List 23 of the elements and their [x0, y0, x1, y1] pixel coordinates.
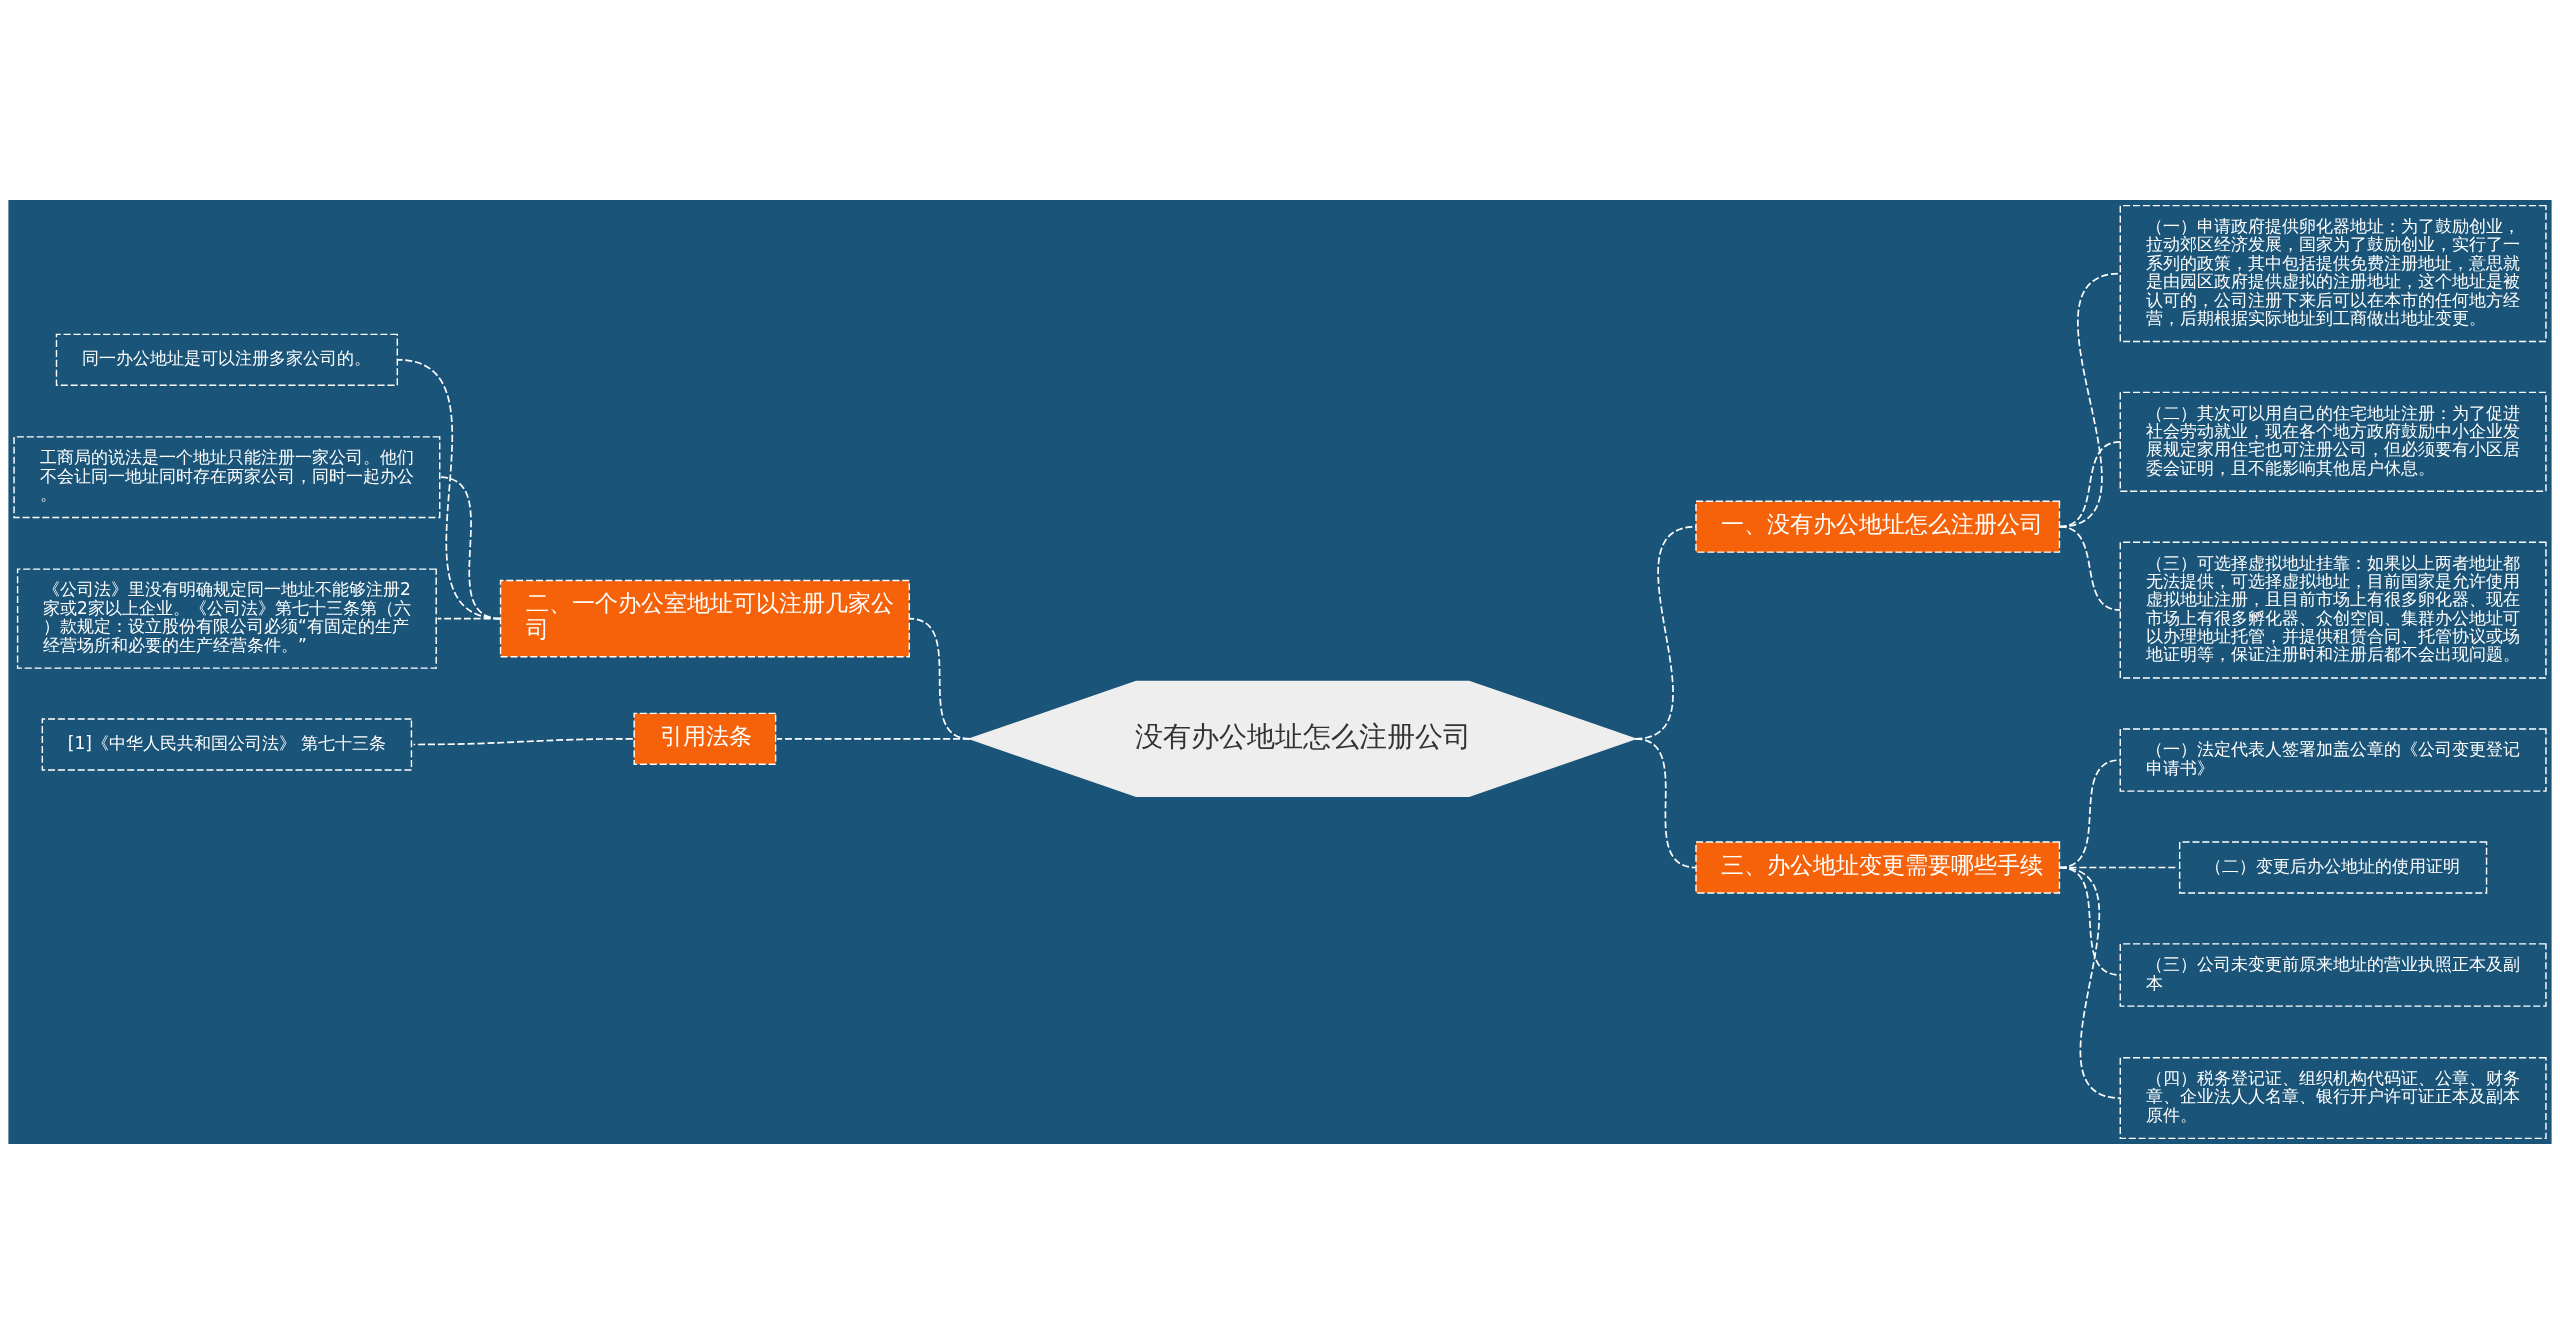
node-box: （二）其次可以用自己的住宅地址注册：为了促进社会劳动就业，现在各个地方政府鼓励中小企业发展规定家用住宅也可注册公司，但必须要有小区居委会证明，且不能影响其他居户休息。 — [2119, 391, 2547, 493]
node-box: （一）法定代表人签署加盖公章的《公司变更登记申请书》 — [2119, 728, 2547, 792]
node-box: 二、一个办公室地址可以注册几家公司 — [499, 579, 910, 658]
node-box: （一）申请政府提供卵化器地址：为了鼓励创业，拉动郊区经济发展，国家为了鼓励创业，实行了一系列的政策，其中包括提供免费注册地址，意思就是由园区政府提供虚拟的注册地址，这个地址是被认可的，公司注册下来后可以在本市的任何地方经营，后期根据实际地址到工商做出地址变更。 — [2119, 204, 2547, 343]
node-box: [1]《中华人民共和国公司法》 第七十三条 — [41, 718, 413, 771]
node-box: 三、办公地址变更需要哪些手续 — [1695, 841, 2061, 894]
node-box: 引用法条 — [633, 712, 777, 765]
connector — [1634, 737, 1697, 869]
node-box: （四）税务登记证、组织机构代码证、公章、财务章、企业法人人名章、银行开户许可证正本及副本原件。 — [2119, 1057, 2547, 1140]
connector — [776, 737, 971, 740]
connector — [397, 358, 502, 620]
node-box: （二）变更后办公地址的使用证明 — [2178, 841, 2488, 894]
connector — [438, 476, 502, 620]
connector — [412, 737, 634, 746]
node-box: 一、没有办公地址怎么注册公司 — [1695, 500, 2061, 553]
node-box: 同一办公地址是可以注册多家公司的。 — [55, 333, 398, 386]
node-box: （三）公司未变更前原来地址的营业执照正本及副本 — [2119, 943, 2547, 1007]
connector — [436, 617, 502, 620]
connector — [2058, 866, 2122, 1099]
node-box: 工商局的说法是一个地址只能注册一家公司。他们不会让同一地址同时存在两家公司，同时一起办公。 — [13, 436, 441, 519]
connector — [2058, 525, 2122, 611]
node-box: 《公司法》里没有明确规定同一地址不能够注册2家或2家以上企业。《公司法》第七十三条第（六）款规定：设立股份有限公司必须“有固定的生产经营场所和必要的生产经营条件。” — [16, 568, 437, 669]
node-box: （三）可选择虚拟地址挂靠：如果以上两者地址都无法提供，可选择虚拟地址，目前国家是允许使用虚拟地址注册，且目前市场上有很多卵化器、现在市场上有很多孵化器、众创空间、集群办公地址可以办理地址托管，并提供租赁合同、托管协议或场地证明等，保证注册时和注册后都不会出现问题。 — [2119, 541, 2547, 679]
